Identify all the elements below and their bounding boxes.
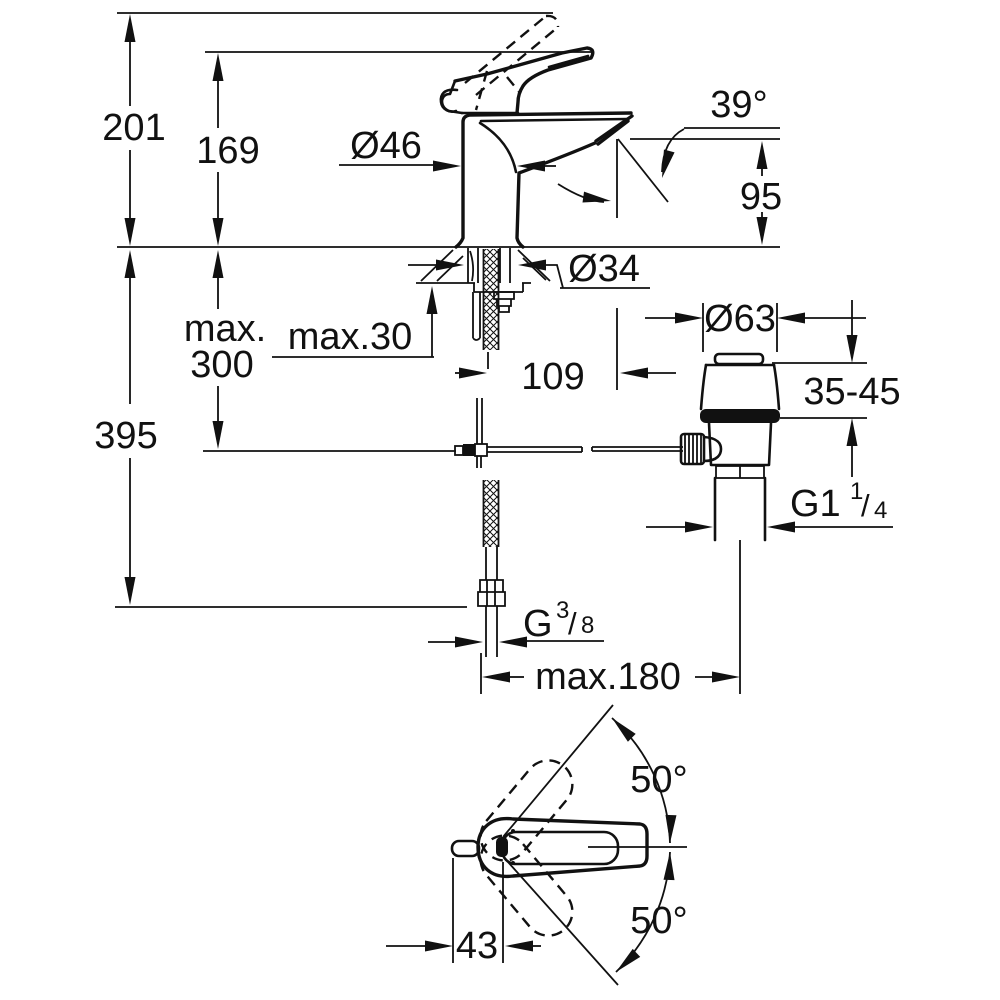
dimension-43: 43 [386,858,541,967]
label-g114-slash: / [861,488,870,523]
dimension-39deg: 39° [661,84,780,178]
dimension-max300: max. 300 [184,250,266,449]
dimension-395: 395 [94,250,158,605]
label-g114-sup: 1 [850,478,863,505]
label-max300-line1: max. [184,308,266,350]
dimension-g38: G 3 / 8 [428,597,604,648]
label-g114-sub: 4 [874,497,887,524]
label-39deg: 39° [710,84,767,126]
drain-adjuster-knob [679,432,723,466]
faucet-side-view [439,14,669,390]
dimension-max180: max.180 [480,653,740,698]
dimension-95: 95 [630,138,782,245]
dimension-50-top: 50° [611,717,688,844]
dimension-max30: max.30 [272,286,438,358]
dimension-g114: G1 1 / 4 [646,478,893,533]
dimension-169: 169 [196,53,260,246]
faucet-handle [439,46,595,115]
label-50-top: 50° [630,759,687,801]
label-395: 395 [94,415,157,457]
label-g38-base: G [523,603,553,645]
label-max300-line2: 300 [190,344,253,386]
label-109: 109 [521,356,584,398]
dimension-201: 201 [102,14,166,246]
label-g114-base: G1 [790,483,841,525]
popup-rod [454,398,683,468]
label-max180: max.180 [535,656,681,698]
label-169: 169 [196,130,259,172]
label-max30: max.30 [288,316,413,358]
faucet-handle-raised-dashed [464,14,560,111]
spout-outlet-lines [557,138,669,390]
faucet-body-spout [454,111,634,249]
dimension-109: 109 [455,356,676,398]
flexible-hose [477,480,506,657]
label-dia63: Ø63 [704,298,776,340]
dimension-dia34: Ø34 [408,248,650,290]
label-dia34: Ø34 [568,248,640,290]
label-50-bottom: 50° [630,900,687,942]
label-43: 43 [456,925,498,967]
handle-top-solid [450,816,649,879]
handle-top-dashed-positions [479,759,574,937]
label-g38-sup: 3 [556,597,569,624]
label-35-45: 35-45 [803,371,900,413]
dimension-dia46: Ø46 [339,125,556,172]
reference-lines [115,12,780,608]
label-g38-slash: / [568,606,577,641]
dimension-35-45: 35-45 [772,300,901,477]
label-95: 95 [740,176,782,218]
label-dia46: Ø46 [350,125,422,167]
dimension-dia63: Ø63 [645,298,866,340]
handle-top-view: 50° 50° 43 [386,704,688,986]
label-g38-sub: 8 [581,612,594,639]
mounting-hardware [467,248,524,369]
label-201: 201 [102,107,165,149]
drain-assembly [679,303,781,694]
dimension-50-bottom: 50° [615,851,688,973]
